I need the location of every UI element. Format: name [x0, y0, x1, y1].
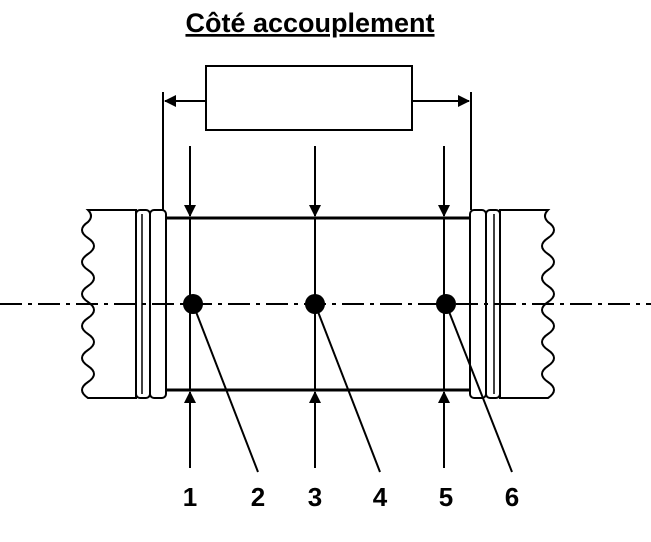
leader-line-6: [445, 303, 513, 473]
leader-line-4: [314, 303, 381, 473]
callout-3: 3: [308, 482, 322, 512]
bottom-arrows: [184, 391, 450, 468]
callout-numbers: 1 2 3 4 5 6: [183, 482, 519, 512]
dimension-value-box: [205, 65, 413, 131]
callout-2: 2: [251, 482, 265, 512]
callout-5: 5: [439, 482, 453, 512]
leader-line-2: [192, 303, 259, 473]
top-arrows: [184, 146, 450, 217]
diagram-title: Côté accouplement: [185, 8, 434, 38]
shaft-journal: [166, 216, 470, 392]
measurement-points: [183, 294, 513, 473]
callout-1: 1: [183, 482, 197, 512]
callout-4: 4: [373, 482, 388, 512]
callout-6: 6: [505, 482, 519, 512]
dimension-indicator: [162, 65, 472, 210]
